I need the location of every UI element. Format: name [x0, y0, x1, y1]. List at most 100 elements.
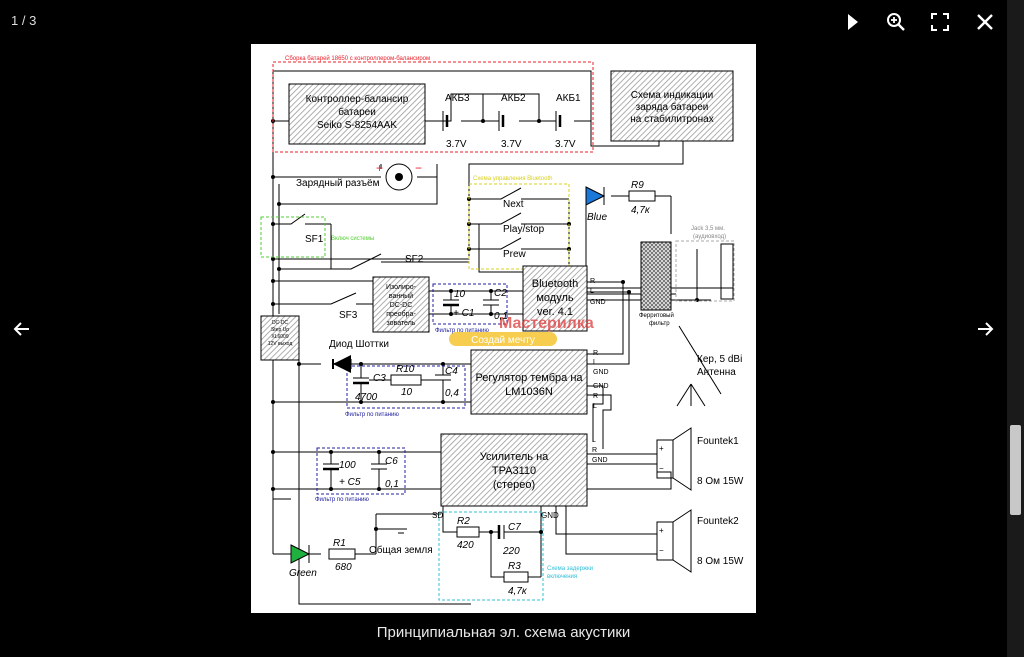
green-led-label: Green — [289, 568, 317, 579]
fullscreen-button[interactable] — [926, 8, 954, 36]
speaker1-plus: + — [659, 444, 664, 453]
c2-value: 0,1 — [494, 311, 508, 322]
filter-1-frame — [432, 283, 508, 325]
ferrite-filter — [640, 241, 672, 311]
c3-value: 4700 — [355, 392, 378, 403]
c5-value: 100 — [339, 460, 356, 471]
c7-value: 220 — [502, 546, 520, 557]
bt-control-frame — [468, 183, 570, 270]
indicator-label-1: Схема индикации — [631, 90, 713, 101]
amp-block — [440, 433, 588, 507]
sf2-label: SF2 — [405, 254, 424, 265]
speaker1-minus: − — [659, 464, 664, 473]
amp-pin-l: L — [592, 437, 596, 444]
delay-label-1: Схема задержки — [547, 566, 593, 572]
amp-sd-label: SD — [432, 511, 443, 520]
r2-resistor — [456, 526, 480, 538]
battery-assembly-frame — [272, 61, 594, 153]
c5-label: + C5 — [339, 477, 361, 488]
power-switch-label: Включ системы — [331, 236, 374, 242]
tone-pin-l: L — [593, 359, 597, 366]
speaker2-label: Fountek2 — [697, 516, 739, 527]
bluetooth-label-2: модуль — [536, 292, 574, 304]
zoom-in-icon — [887, 13, 905, 31]
r3-value: 4,7к — [508, 586, 528, 597]
r1-label: R1 — [333, 538, 346, 549]
play-button[interactable] — [839, 8, 867, 36]
scrollbar[interactable] — [1007, 0, 1024, 657]
tone-pin-gnd: GND — [593, 369, 609, 376]
button-prew: Prew — [503, 249, 527, 260]
battery-voltage-3: 3.7V — [446, 139, 467, 150]
speaker1-label: Fountek1 — [697, 436, 739, 447]
r1-value: 680 — [335, 562, 352, 573]
schematic-image: Мастерилка Создай мечту Сборка батарей 1… — [251, 44, 756, 613]
r9-label: R9 — [631, 180, 644, 191]
c4-value: 0,4 — [445, 388, 459, 399]
jack-frame — [675, 240, 735, 302]
ground-label: Общая земля — [369, 544, 433, 556]
zoom-button[interactable] — [882, 8, 910, 36]
close-button[interactable] — [971, 8, 999, 36]
dcdc-label-2: ванный — [389, 292, 413, 300]
tone-out-l: L — [593, 403, 597, 410]
dcdc-label-5: зователь — [387, 320, 416, 327]
indicator-block — [610, 70, 734, 142]
stepup-block — [260, 315, 300, 361]
filter-2-label: Фильтр по питанию — [345, 412, 399, 418]
indicator-label-3: на стабилитронах — [630, 113, 713, 125]
dcdc-label-4: преобра- — [386, 310, 416, 318]
tone-pin-r: R — [593, 350, 598, 357]
dcdc-label-1: Изолиро- — [386, 284, 417, 291]
controller-label-2: батареи — [338, 106, 376, 118]
tone-out-r: R — [593, 393, 598, 400]
close-icon — [977, 14, 993, 30]
r9-value: 4,7к — [631, 205, 651, 216]
bluetooth-label-1: Bluetooth — [532, 278, 578, 290]
speaker1-spec: 8 Ом 15W — [697, 476, 744, 487]
sf1-frame — [260, 216, 326, 258]
dcdc-label-3: DC-DC — [390, 302, 413, 309]
next-button[interactable] — [970, 314, 1000, 344]
watermark-title: Мастерилка — [499, 315, 594, 332]
r9-resistor — [628, 190, 656, 202]
charge-port-label: Зарядный разъём — [296, 178, 380, 189]
controller-label-3: Seiko S-8254AAK — [317, 120, 397, 131]
schematic-diagram: Мастерилка Создай мечту Сборка батарей 1… — [260, 55, 744, 605]
ferrite-label-1: Ферритовый — [639, 312, 674, 319]
sf1-label: SF1 — [305, 234, 324, 245]
c1-value: 10 — [454, 289, 466, 300]
r2-label: R2 — [457, 516, 470, 527]
tone-label-2: LM1036N — [505, 386, 553, 398]
speaker2-spec: 8 Ом 15W — [697, 556, 744, 567]
scrollbar-thumb[interactable] — [1010, 425, 1021, 515]
blue-led — [585, 186, 606, 206]
bluetooth-label-3: ver. 4.1 — [537, 306, 573, 318]
indicator-label-2: заряда батареи — [636, 101, 709, 113]
antenna-label-1: Кер, 5 dBi — [697, 354, 742, 365]
arrow-right-icon — [978, 322, 994, 336]
amp-label-2: TPA3110 — [492, 465, 536, 477]
amp-pin-r: R — [592, 447, 597, 454]
slide-counter: 1 / 3 — [11, 13, 37, 28]
c4-label: C4 — [445, 366, 458, 377]
c6-value: 0,1 — [385, 479, 399, 490]
delay-label-2: включения — [547, 574, 577, 580]
jack-label-2: (аудиовход) — [693, 234, 726, 240]
charge-plus-label: + — [376, 161, 383, 175]
filter-1-label: Фильтр по питанию — [435, 328, 489, 334]
controller-block — [288, 83, 426, 145]
prev-button[interactable] — [7, 314, 37, 344]
green-led — [290, 544, 311, 564]
jack-label-1: Jack 3,5 мм. — [691, 226, 725, 232]
speaker2-minus: − — [659, 546, 664, 555]
battery-label-3: АКБ3 — [445, 93, 470, 104]
charge-minus-label: − — [415, 161, 422, 175]
tone-out-gnd: GND — [593, 383, 609, 390]
filter-3-frame — [316, 447, 406, 495]
fullscreen-icon — [931, 13, 949, 31]
arrow-left-icon — [13, 322, 29, 336]
schottky-diode — [333, 355, 351, 373]
c3-label: C3 — [373, 373, 386, 384]
bt-control-label: Схема управления Bluetooth — [473, 176, 552, 182]
